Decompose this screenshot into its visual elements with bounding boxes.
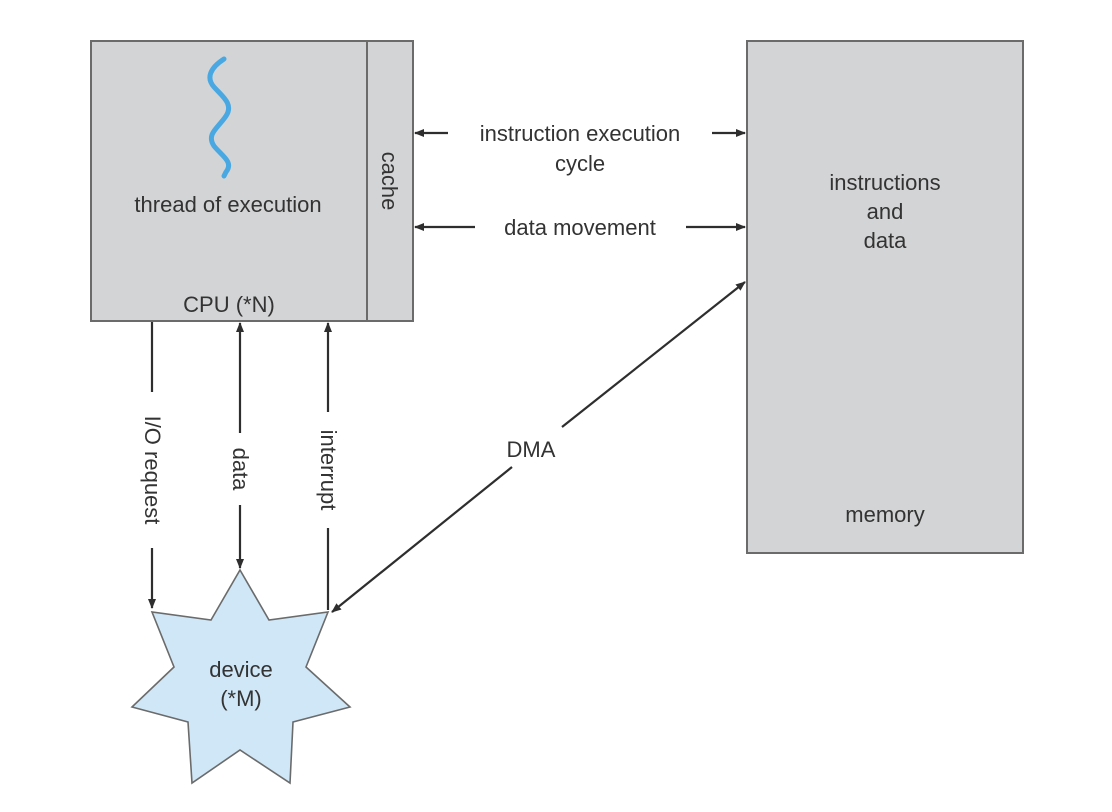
device-star: device (*M) (130, 568, 352, 785)
cpu-label: CPU (*N) (183, 292, 275, 317)
io-request-label: I/O request (140, 416, 165, 525)
memory-content-line-3: data (864, 228, 908, 253)
instruction-cycle-label-line-1: instruction execution (480, 121, 681, 146)
thread-of-execution-label: thread of execution (134, 192, 321, 217)
memory-box: instructions and data memory (746, 40, 1024, 554)
cache-label: cache (377, 152, 402, 211)
dma-label: DMA (507, 437, 556, 462)
instruction-cycle-label-line-2: cycle (555, 151, 605, 176)
instruction-cycle-connection: instruction execution cycle (414, 121, 746, 176)
dma-arrow-to-device (331, 466, 513, 613)
memory-label: memory (845, 502, 924, 527)
io-request-connection: I/O request (140, 322, 165, 609)
dma-connection: DMA (331, 281, 746, 613)
data-connection: data (228, 322, 253, 569)
dma-arrow-to-memory (561, 281, 746, 428)
data-movement-connection: data movement (414, 215, 746, 240)
data-label: data (228, 448, 253, 492)
data-movement-label: data movement (504, 215, 656, 240)
cpu-box-outline (90, 40, 414, 322)
interrupt-label: interrupt (316, 430, 341, 511)
cpu-box: thread of execution CPU (*N) cache (90, 40, 414, 322)
memory-content-line-1: instructions (829, 170, 940, 195)
interrupt-connection: interrupt (316, 322, 341, 610)
memory-box-outline (746, 40, 1024, 554)
device-label-line-1: device (209, 657, 273, 682)
device-label-line-2: (*M) (220, 686, 262, 711)
thread-squiggle-icon (207, 56, 232, 179)
memory-content-line-2: and (867, 199, 904, 224)
device-star-shape (130, 568, 352, 785)
